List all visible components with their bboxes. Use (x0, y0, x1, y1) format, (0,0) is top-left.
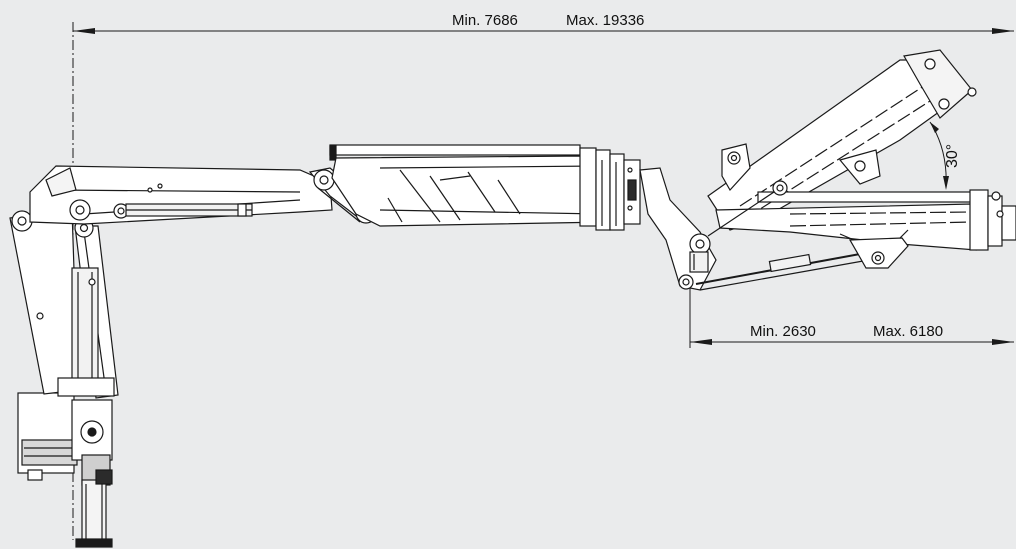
jib-horizontal (695, 180, 1016, 291)
angle-label: 30° (944, 144, 961, 168)
jib-arrow-left-icon (690, 339, 712, 345)
jib-min-label: Min. 2630 (750, 323, 816, 340)
overall-arrow-left-icon (73, 28, 95, 34)
extension-section-2 (595, 149, 611, 231)
jib-horizontal-top-rail (757, 191, 975, 203)
overall-max-label: Max. 19336 (566, 12, 644, 29)
jib-arrow-right-icon (992, 339, 1014, 345)
overall-min-label: Min. 7686 (452, 12, 518, 29)
angle-dimension (929, 121, 949, 190)
outer-boom-top-rail (329, 144, 581, 156)
angle-arrow-bottom-icon (943, 176, 949, 190)
main-boom-head (45, 167, 77, 197)
angle-arrow-top-icon (930, 122, 939, 133)
main-boom-body (29, 165, 333, 225)
stabiliser-foot (75, 538, 113, 548)
control-valve-block (21, 439, 78, 466)
jib-cylinder-barrel (768, 253, 812, 273)
crane-column (9, 209, 119, 399)
jib-raised-head (903, 49, 973, 119)
column-cylinder-rod (71, 267, 99, 389)
extension-section-3 (609, 153, 625, 231)
column-body (9, 209, 79, 395)
jib-bracket (639, 167, 717, 291)
overall-arrow-right-icon (992, 28, 1014, 34)
jib-reach-dimension (689, 285, 1014, 348)
jib-max-label: Max. 6180 (873, 323, 943, 340)
crane-base (17, 392, 113, 548)
jib-raised (707, 49, 977, 231)
jib-horizontal-body (715, 203, 977, 251)
main-boom (29, 165, 333, 225)
outer-boom (329, 144, 641, 231)
extension-section-1 (579, 147, 597, 227)
jib-horizontal-head (969, 189, 989, 251)
